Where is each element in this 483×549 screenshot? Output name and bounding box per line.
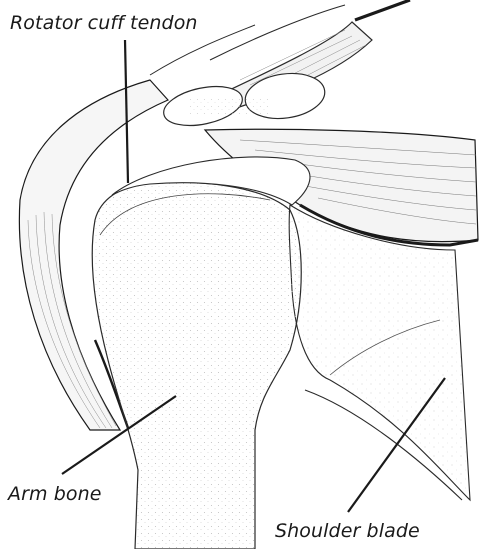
shoulder-blade-label: Shoulder blade	[275, 520, 420, 542]
humerus-bone	[92, 182, 301, 549]
rotator-cuff-tendon-label: Rotator cuff tendon	[10, 12, 198, 34]
shoulder-blade-bone	[289, 205, 470, 500]
rotator-cuff-leader	[125, 40, 128, 183]
arm-bone-label: Arm bone	[8, 483, 102, 505]
